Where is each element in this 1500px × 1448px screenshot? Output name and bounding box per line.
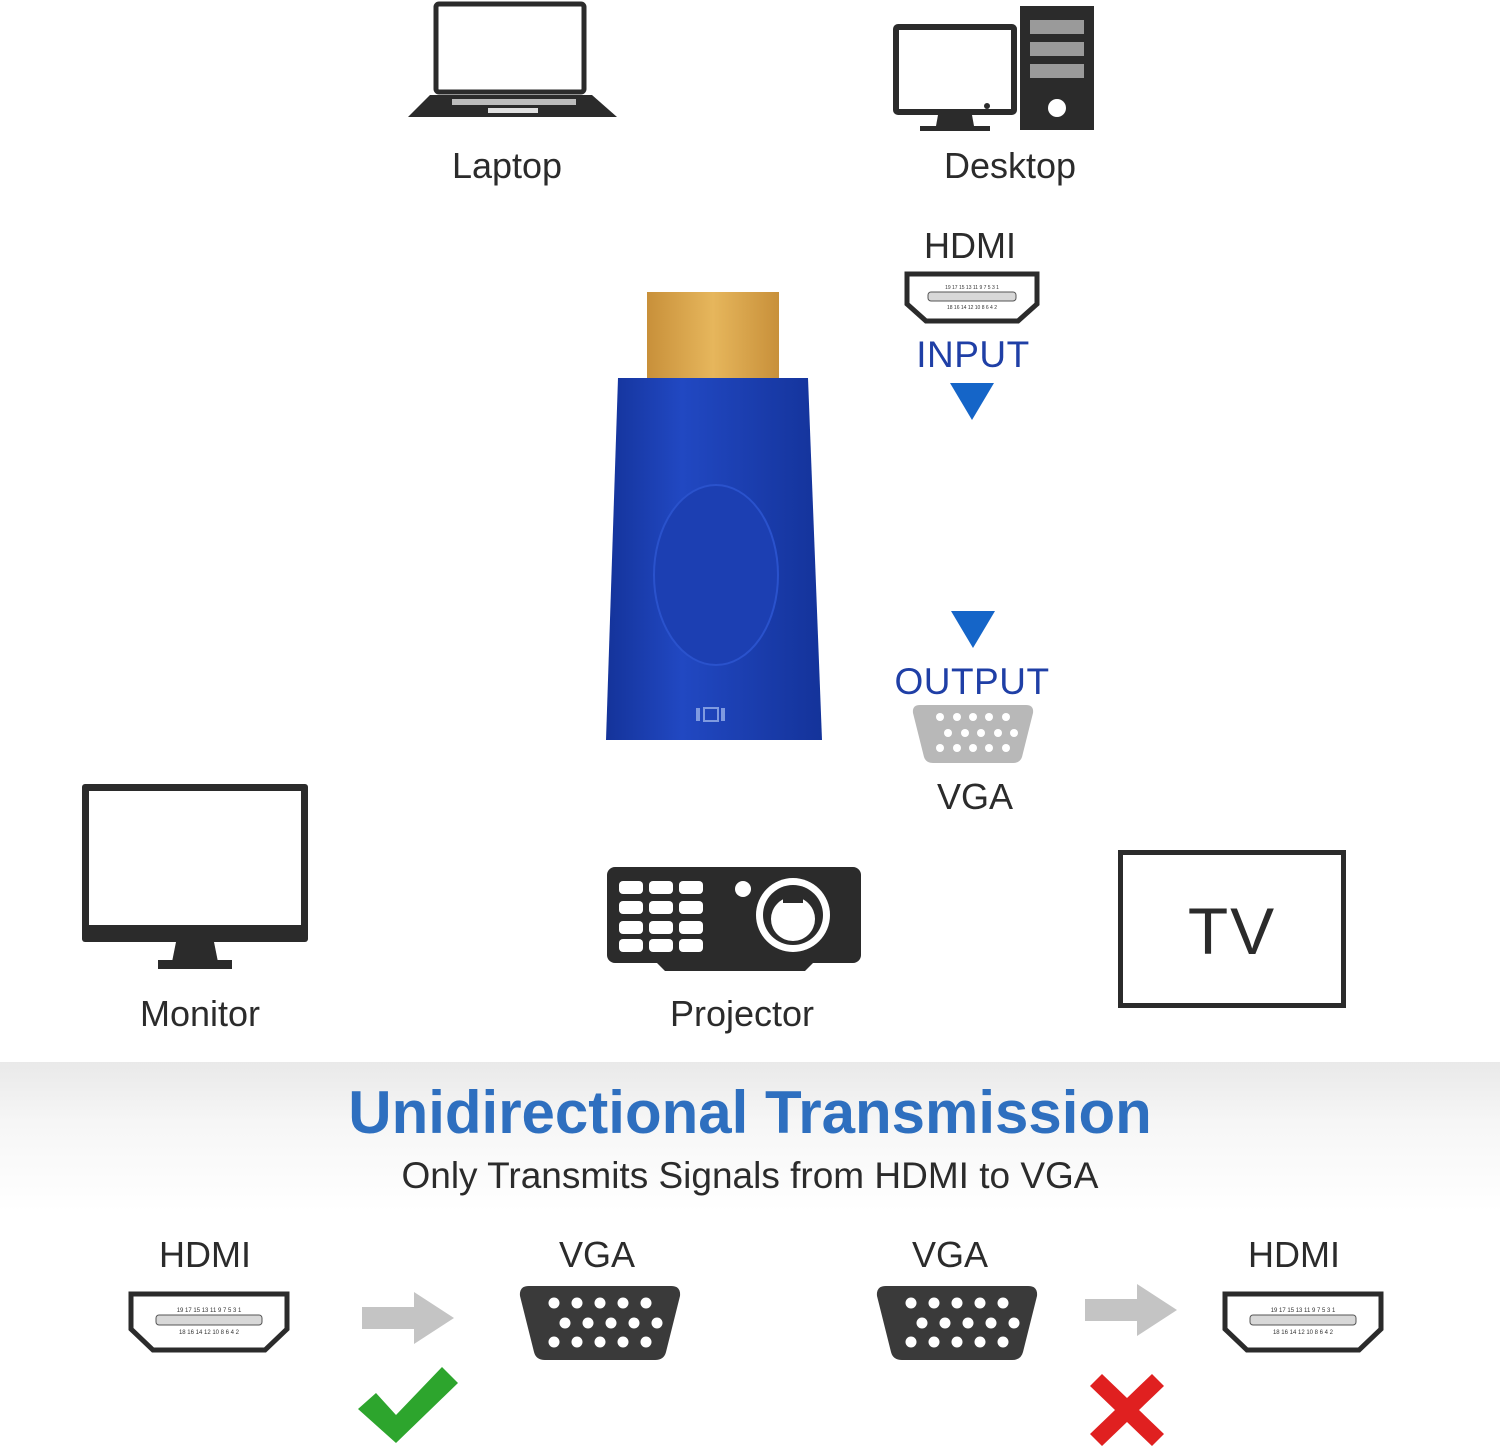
- laptop-label: Laptop: [451, 145, 563, 186]
- input-label: INPUT: [916, 334, 1030, 375]
- desktop-label: Desktop: [943, 145, 1077, 186]
- svg-text:18 16 14 12 10 8 6 4 2: 18 16 14 12 10 8 6 4 2: [179, 1330, 240, 1336]
- transmission-title: Unidirectional Transmission: [348, 1079, 1152, 1146]
- svg-text:18 16 14 12 10 8 6 4 2: 18 16 14 12 10 8 6 4 2: [1273, 1330, 1334, 1336]
- right-arrow-icon: [1085, 1284, 1177, 1336]
- hdmi-port-icon: 19 17 15 13 11 9 7 5 3 1 18 16 14 12 10 …: [904, 271, 1040, 324]
- unsupported-to-label: HDMI: [1248, 1234, 1340, 1275]
- vga-port-icon: [519, 1286, 681, 1360]
- svg-text:18 16 14 12 10 8 6 4 2: 18 16 14 12 10 8 6 4 2: [947, 305, 997, 311]
- svg-text:19 17 15 13 11 9 7 5 3 1: 19 17 15 13 11 9 7 5 3 1: [945, 285, 999, 291]
- svg-text:19 17 15 13 11 9 7 5 3 1: 19 17 15 13 11 9 7 5 3 1: [177, 1308, 242, 1314]
- projector-label: Projector: [669, 993, 815, 1034]
- transmission-section-background: [0, 1062, 1500, 1448]
- cross-icon: [1090, 1374, 1164, 1446]
- tv-text: TV: [1187, 894, 1277, 968]
- output-label: OUTPUT: [894, 661, 1050, 702]
- svg-text:19 17 15 13 11 9 7 5 3 1: 19 17 15 13 11 9 7 5 3 1: [1271, 1308, 1336, 1314]
- tv-icon: TV: [1118, 850, 1346, 1008]
- transmission-subtitle: Only Transmits Signals from HDMI to VGA: [401, 1155, 1099, 1196]
- projector-icon: [607, 867, 861, 971]
- vga-port-icon: [876, 1286, 1038, 1360]
- right-arrow-icon: [362, 1292, 454, 1344]
- supported-from-label: HDMI: [159, 1234, 251, 1275]
- hdmi-port-icon: 19 17 15 13 11 9 7 5 3 1 18 16 14 12 10 …: [128, 1291, 290, 1353]
- down-arrow-icon: [950, 383, 994, 420]
- output-port-label: VGA: [936, 776, 1014, 817]
- unsupported-from-label: VGA: [911, 1234, 989, 1275]
- monitor-icon: [82, 784, 308, 969]
- hdmi-to-vga-adapter: [606, 292, 822, 740]
- checkmark-icon: [358, 1367, 458, 1443]
- input-port-label: HDMI: [924, 225, 1016, 266]
- laptop-icon: [408, 1, 617, 117]
- monitor-label: Monitor: [139, 993, 261, 1034]
- hdmi-port-icon: 19 17 15 13 11 9 7 5 3 1 18 16 14 12 10 …: [1222, 1291, 1384, 1353]
- supported-to-label: VGA: [558, 1234, 636, 1275]
- down-arrow-icon: [951, 611, 995, 648]
- desktop-computer-icon: [893, 6, 1094, 131]
- vga-port-icon: [912, 705, 1034, 763]
